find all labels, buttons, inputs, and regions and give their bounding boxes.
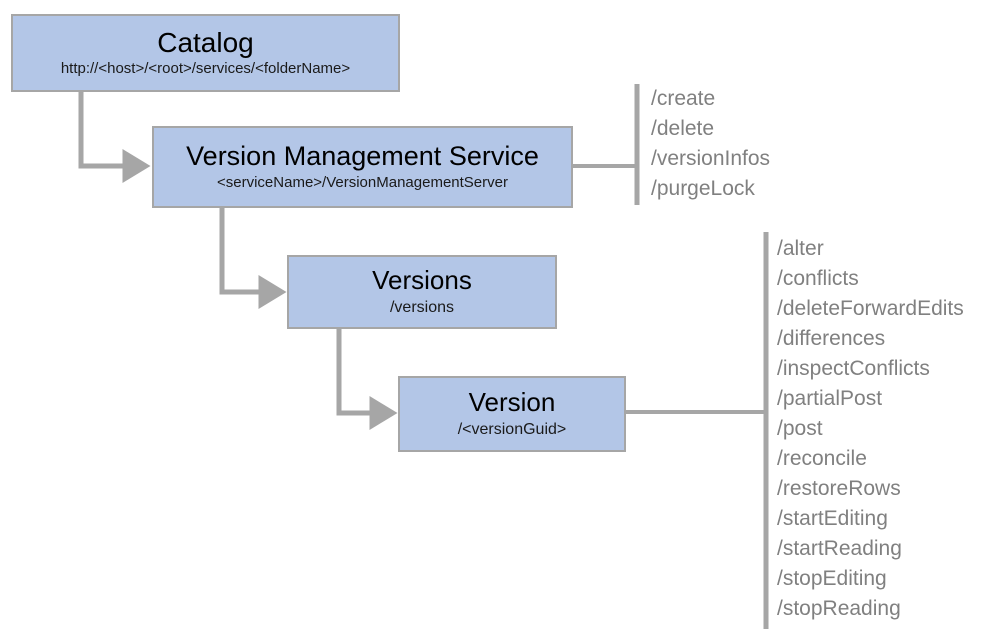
node-catalog-subtitle: http://<host>/<root>/services/<folderNam… — [60, 60, 351, 78]
node-versions-title: Versions — [372, 265, 472, 296]
connector-versions-to-version — [336, 329, 398, 430]
operation-item[interactable]: /conflicts — [777, 267, 859, 290]
operation-item[interactable]: /alter — [777, 237, 824, 260]
node-version-management-service-title: Version Management Service — [186, 141, 539, 172]
operation-item[interactable]: /partialPost — [777, 387, 883, 410]
connector-service-to-versions — [219, 208, 287, 309]
node-version-subtitle: /<versionGuid> — [457, 420, 567, 438]
operation-item[interactable]: /startReading — [777, 537, 902, 560]
node-versions[interactable]: Versions /versions — [287, 255, 557, 329]
operation-item[interactable]: /restoreRows — [777, 477, 901, 500]
operation-item[interactable]: /versionInfos — [651, 147, 771, 170]
operation-item[interactable]: /differences — [777, 327, 886, 350]
operation-item[interactable]: /stopEditing — [777, 567, 887, 590]
node-catalog-title: Catalog — [157, 26, 254, 58]
version-operations-list: /alter/conflicts/deleteForwardEdits/diff… — [777, 234, 964, 624]
node-catalog[interactable]: Catalog http://<host>/<root>/services/<f… — [11, 14, 400, 92]
connector-catalog-to-service — [78, 92, 151, 183]
operation-item[interactable]: /inspectConflicts — [777, 357, 930, 380]
operation-item[interactable]: /stopReading — [777, 597, 901, 620]
operation-item[interactable]: /delete — [651, 117, 715, 140]
node-version-management-service-subtitle: <serviceName>/VersionManagementServer — [217, 173, 508, 191]
operation-item[interactable]: /purgeLock — [651, 177, 755, 200]
operation-item[interactable]: /create — [651, 87, 716, 110]
operation-item[interactable]: /deleteForwardEdits — [777, 297, 964, 320]
operation-item[interactable]: /startEditing — [777, 507, 888, 530]
node-versions-subtitle: /versions — [389, 298, 455, 316]
node-version-management-service[interactable]: Version Management Service <serviceName>… — [152, 126, 573, 208]
operation-item[interactable]: /reconcile — [777, 447, 867, 470]
operation-item[interactable]: /post — [777, 417, 823, 440]
node-version[interactable]: Version /<versionGuid> — [398, 376, 626, 452]
node-version-title: Version — [468, 387, 556, 418]
service-operations-list: /create/delete/versionInfos/purgeLock — [651, 84, 770, 204]
